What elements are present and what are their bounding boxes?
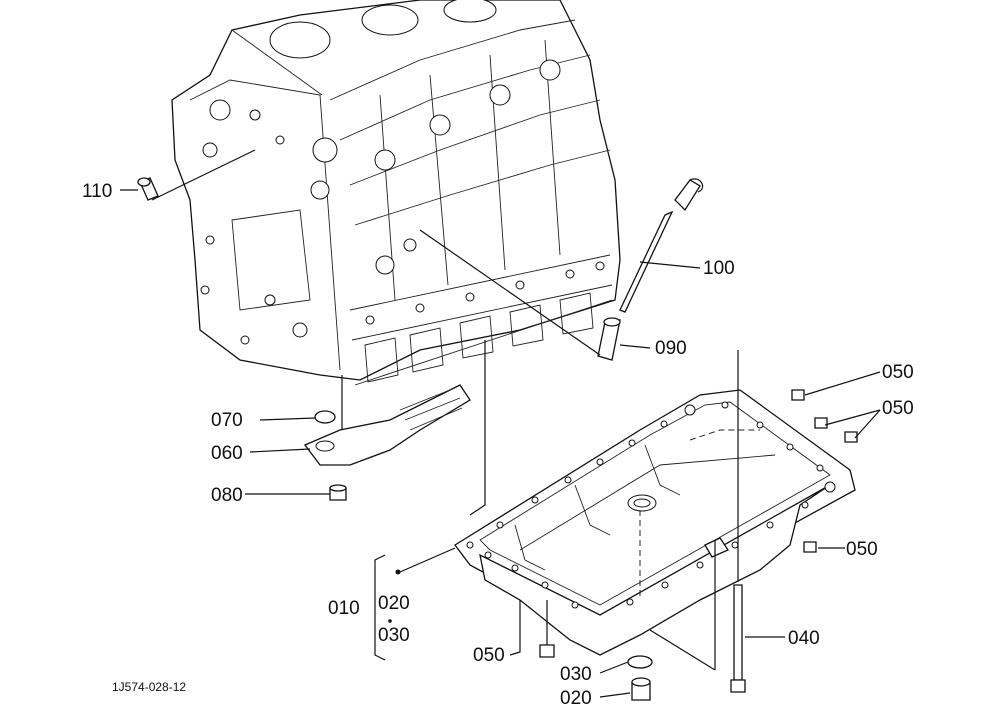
o-ring-070 (314, 410, 336, 424)
callout-040: 040 (788, 628, 820, 649)
callout-020-a: 020 (378, 593, 410, 614)
engine-block (171, 0, 621, 386)
callout-030-b: 030 (560, 664, 592, 685)
callout-080: 080 (211, 485, 243, 506)
long-bolt-040 (730, 584, 746, 693)
callout-050-d: 050 (473, 645, 505, 666)
callout-090: 090 (655, 338, 687, 359)
callout-010: 010 (328, 598, 360, 619)
oil-strainer-060 (303, 384, 471, 466)
drain-plug-020 (631, 677, 651, 701)
bolts-050 (539, 389, 858, 658)
callout-110: 110 (82, 181, 112, 202)
callout-030-a: 030 (378, 625, 410, 646)
oil-pan (454, 389, 856, 656)
callout-060: 060 (211, 443, 243, 464)
callout-020-b: 020 (560, 688, 592, 709)
callout-050-b: 050 (882, 398, 914, 419)
dipstick-100 (619, 178, 704, 313)
callout-070: 070 (211, 410, 243, 431)
dipstick-guide-090 (597, 317, 621, 361)
plug-110 (137, 177, 159, 201)
callout-100: 100 (703, 258, 735, 279)
bolt-080 (329, 484, 347, 501)
callout-050-a: 050 (882, 362, 914, 383)
diagram-id: 1J574-028-12 (112, 680, 186, 694)
callout-050-c: 050 (846, 539, 878, 560)
gasket-030 (627, 655, 653, 669)
leader-lines (120, 149, 881, 698)
